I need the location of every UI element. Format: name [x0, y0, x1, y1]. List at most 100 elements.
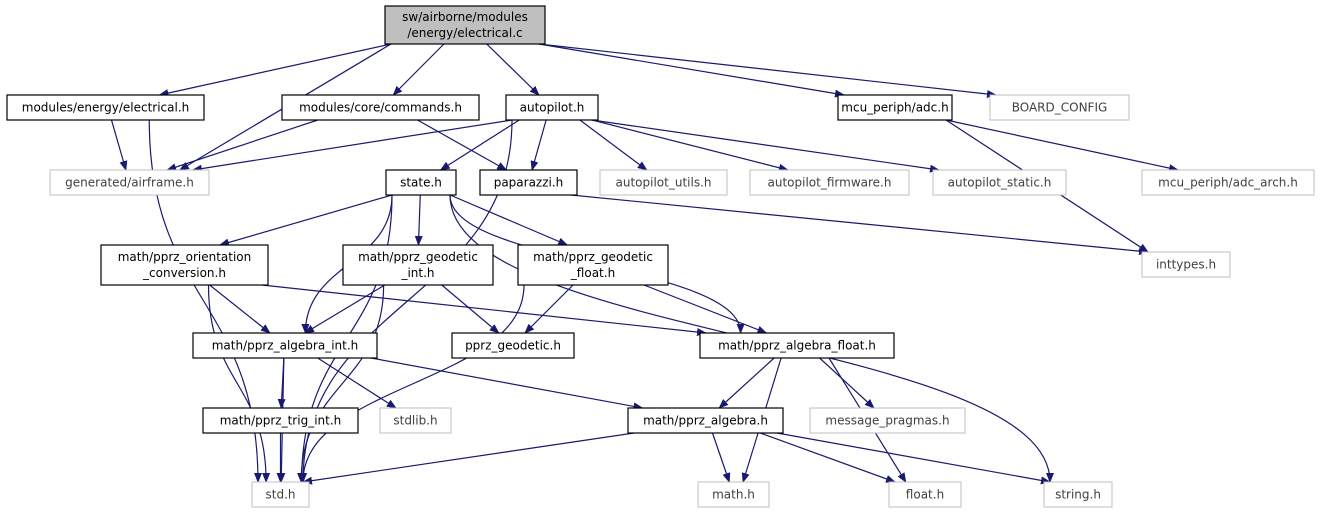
edge-autopilot-to-ap_utils: [579, 119, 648, 171]
edge-alg_int-to-pprz_algebra: [370, 357, 644, 411]
node-autopilot-static-h: autopilot_static.h: [932, 169, 1067, 196]
node-label: math/pprz_geodetic: [358, 250, 478, 264]
node-label: math/pprz_algebra_int.h: [212, 339, 359, 353]
node-box: [342, 244, 494, 286]
edge-paparazzi-to-inttypes: [570, 194, 1149, 256]
node-box: [49, 169, 210, 196]
node-label: modules/energy/electrical.h: [22, 101, 190, 115]
node-autopilot-h[interactable]: autopilot.h: [505, 94, 599, 121]
node-box: [627, 407, 784, 434]
node-box: [517, 244, 669, 286]
node-box: [989, 94, 1130, 121]
node-box: [1141, 251, 1231, 278]
node-box: [384, 5, 546, 45]
node-string-h: string.h: [1043, 481, 1113, 508]
node-box: [505, 94, 599, 121]
node-autopilot-firmware-h: autopilot_firmware.h: [749, 169, 910, 196]
edge-mod_commands-to-paparazzi: [417, 119, 508, 171]
edge-pprz_algebra-to-std: [302, 432, 635, 485]
node-board-config: BOARD_CONFIG: [989, 94, 1130, 121]
node-inttypes-h: inttypes.h: [1141, 251, 1231, 278]
node-box: [1141, 169, 1315, 196]
edge-state-to-geod_float: [449, 194, 569, 246]
edge-root-to-autopilot: [486, 43, 540, 96]
node-label: mcu_periph/adc_arch.h: [1158, 176, 1298, 190]
node-label: state.h: [400, 176, 442, 190]
node-box: [385, 169, 457, 196]
node-label: math/pprz_algebra.h: [643, 414, 768, 428]
node-stdlib-h: stdlib.h: [379, 407, 452, 434]
node-math-pprz-orientation-conversion-h[interactable]: math/pprz_orientation_conversion.h: [100, 244, 269, 286]
node-box: [192, 332, 378, 359]
edge-root-to-board_config: [538, 43, 997, 98]
node-box: [479, 169, 578, 196]
edge-state-to-geod_int: [414, 194, 423, 246]
node-label: autopilot.h: [520, 101, 585, 115]
node-math-pprz-algebra-float-h[interactable]: math/pprz_algebra_float.h: [699, 332, 895, 359]
edge-geod_int-to-pprz_geodetic: [441, 284, 500, 334]
node-label: _float.h: [570, 266, 615, 280]
edge-geod_float-to-pprz_geodetic: [524, 284, 574, 334]
node-math-pprz-geodetic-float-h[interactable]: math/pprz_geodetic _float.h: [517, 244, 669, 286]
node-label: sw/airborne/modules: [402, 10, 528, 24]
node-math-pprz-algebra-h[interactable]: math/pprz_algebra.h: [627, 407, 784, 434]
node-box: [100, 244, 269, 286]
node-box: [888, 481, 962, 508]
node-box: [809, 407, 966, 434]
node-label: math/pprz_orientation: [118, 250, 252, 264]
edge-root-to-mcu_adc: [538, 43, 845, 98]
node-label: pprz_geodetic.h: [465, 339, 561, 353]
edge-mod_commands-to-gen_airframe: [166, 119, 318, 171]
node-box: [699, 332, 895, 359]
edge-alg_float-to-msg_pragmas: [819, 357, 875, 409]
edge-autopilot-to-ap_firmware: [591, 119, 789, 172]
edge-autopilot-to-paparazzi: [530, 119, 547, 171]
node-modules-core-commands-h[interactable]: modules/core/commands.h: [281, 94, 480, 121]
edge-orient-to-std: [207, 284, 271, 483]
edge-autopilot-to-gen_airframe: [191, 119, 513, 173]
node-layer: sw/airborne/modules/energy/electrical.c m…: [6, 5, 1315, 508]
node-math-pprz-trig-int-h[interactable]: math/pprz_trig_int.h: [202, 407, 359, 434]
node-label: modules/core/commands.h: [299, 101, 462, 115]
edge-orient-to-alg_int: [209, 284, 271, 334]
node-box: [6, 94, 205, 121]
node-box: [1043, 481, 1113, 508]
node-box: [281, 94, 480, 121]
node-autopilot-utils-h: autopilot_utils.h: [599, 169, 728, 196]
node-label: string.h: [1055, 488, 1101, 502]
node-box: [697, 481, 770, 508]
node-label: autopilot_firmware.h: [768, 176, 892, 190]
edge-geod_int-to-std: [297, 284, 385, 483]
edge-state-to-orient: [219, 194, 393, 247]
node-electrical-c-root[interactable]: sw/airborne/modules/energy/electrical.c: [384, 5, 546, 45]
node-box: [379, 407, 452, 434]
edge-root-to-mod_electrical: [158, 43, 392, 97]
node-label: paparazzi.h: [494, 176, 564, 190]
node-std-h: std.h: [251, 481, 310, 508]
node-box: [202, 407, 359, 434]
node-label: mcu_periph/adc.h: [841, 101, 948, 115]
node-box: [451, 332, 575, 359]
node-label: message_pragmas.h: [825, 414, 949, 428]
edge-alg_int-to-stdlib: [317, 357, 397, 409]
node-math-pprz-algebra-int-h[interactable]: math/pprz_algebra_int.h: [192, 332, 378, 359]
edge-mod_electrical-to-gen_airframe: [110, 119, 128, 171]
node-math-h: math.h: [697, 481, 770, 508]
node-label: math.h: [712, 488, 755, 502]
node-message-pragmas-h: message_pragmas.h: [809, 407, 966, 434]
node-pprz-geodetic-h[interactable]: pprz_geodetic.h: [451, 332, 575, 359]
node-generated-airframe-h: generated/airframe.h: [49, 169, 210, 196]
node-label: BOARD_CONFIG: [1012, 101, 1108, 115]
node-float-h: float.h: [888, 481, 962, 508]
node-modules-energy-electrical-h[interactable]: modules/energy/electrical.h: [6, 94, 205, 121]
node-paparazzi-h[interactable]: paparazzi.h: [479, 169, 578, 196]
node-state-h[interactable]: state.h: [385, 169, 457, 196]
node-label: math/pprz_geodetic: [533, 250, 653, 264]
node-box: [599, 169, 728, 196]
node-mcu-periph-adc-h[interactable]: mcu_periph/adc.h: [837, 94, 953, 121]
node-math-pprz-geodetic-int-h[interactable]: math/pprz_geodetic_int.h: [342, 244, 494, 286]
edge-autopilot-to-ap_static: [591, 119, 940, 173]
node-label: autopilot_static.h: [948, 176, 1052, 190]
edge-pprz_algebra-to-string: [776, 432, 1051, 485]
